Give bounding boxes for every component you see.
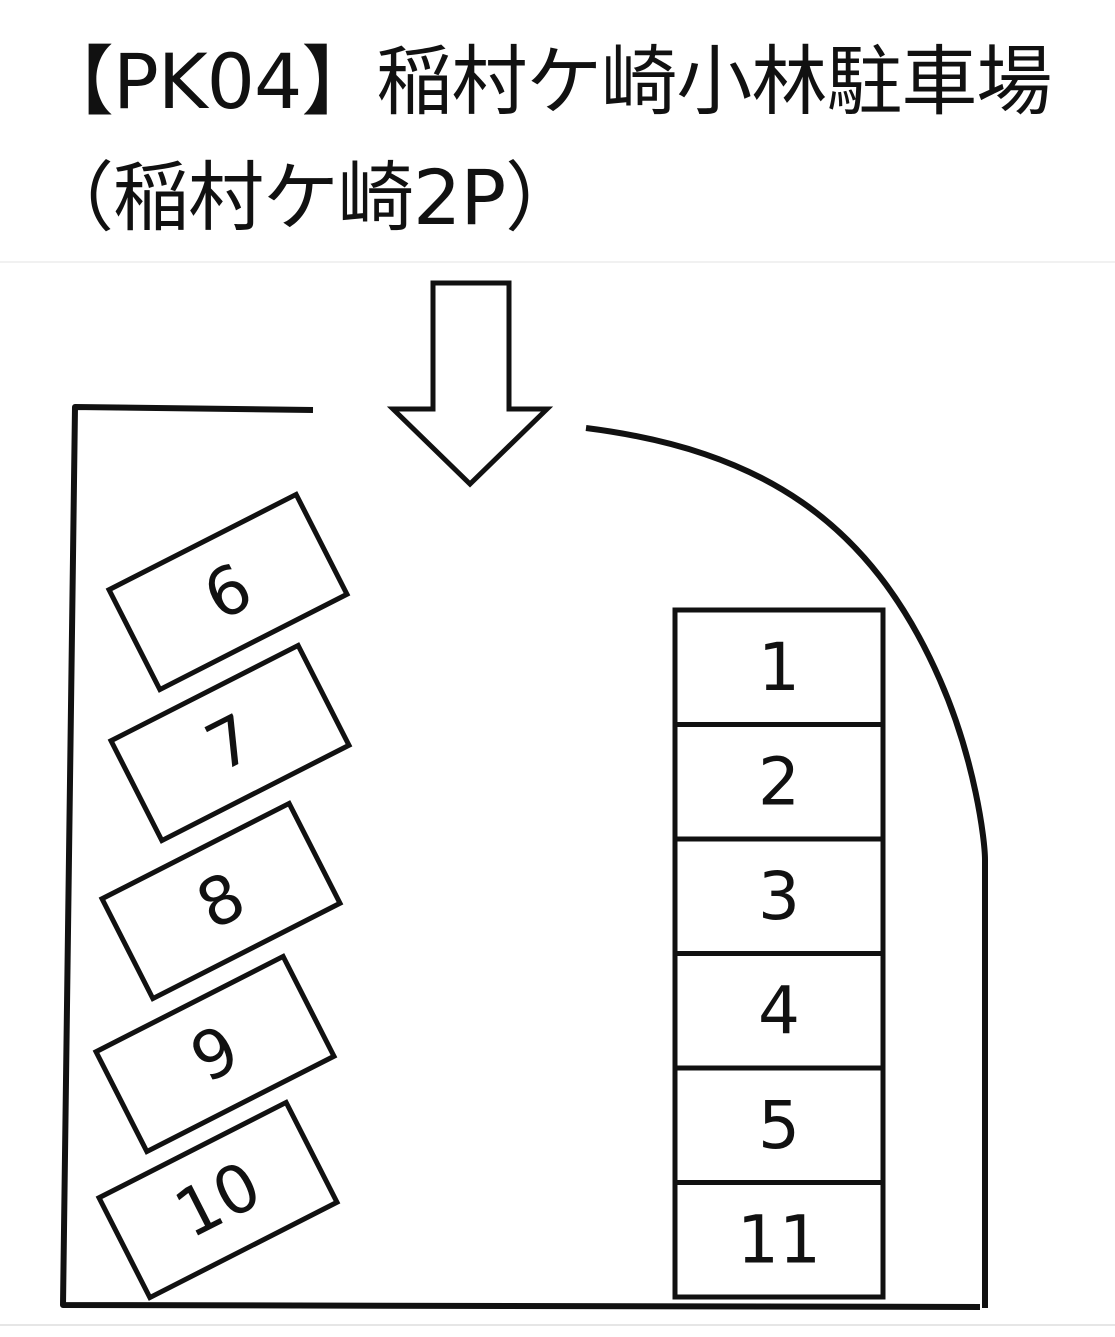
parking-space-label: 11 [737, 1201, 821, 1278]
parking-space-5: 5 [672, 1065, 886, 1185]
page-title-line1: 【PK04】稲村ケ崎小林駐車場 [38, 37, 1052, 126]
parking-space-label: 2 [758, 743, 800, 820]
parking-space-label: 5 [758, 1087, 800, 1164]
parking-space-9: 9 [92, 953, 338, 1155]
parking-space-10: 10 [95, 1099, 341, 1301]
parking-space-label: 1 [758, 629, 800, 706]
parking-space-2: 2 [672, 722, 886, 842]
parking-space-box [105, 491, 351, 693]
parking-space-7: 7 [107, 642, 353, 844]
lot-boundary [60, 404, 988, 1310]
parking-space-box [107, 642, 353, 844]
parking-space-11: 11 [672, 1180, 886, 1300]
parking-space-box [672, 1180, 886, 1300]
parking-space-3: 3 [672, 836, 886, 956]
down-arrow-icon [386, 280, 554, 488]
lot-boundary-left [60, 404, 981, 1310]
parking-space-4: 4 [672, 951, 886, 1071]
parking-space-1: 1 [672, 607, 886, 727]
lot-boundary-right-curve [585, 425, 988, 1308]
parking-space-label: 4 [758, 972, 800, 1049]
parking-space-label: 3 [758, 858, 800, 935]
page-title-line2: （稲村ケ崎2P） [38, 153, 581, 242]
parking-space-8: 8 [98, 800, 344, 1002]
parking-space-box [95, 1099, 341, 1301]
parking-space-box [672, 607, 886, 727]
parking-space-box [98, 800, 344, 1002]
parking-space-box [92, 953, 338, 1155]
right-space-column: 1 2 3 4 5 11 [672, 607, 886, 1300]
parking-space-6: 6 [105, 491, 351, 693]
